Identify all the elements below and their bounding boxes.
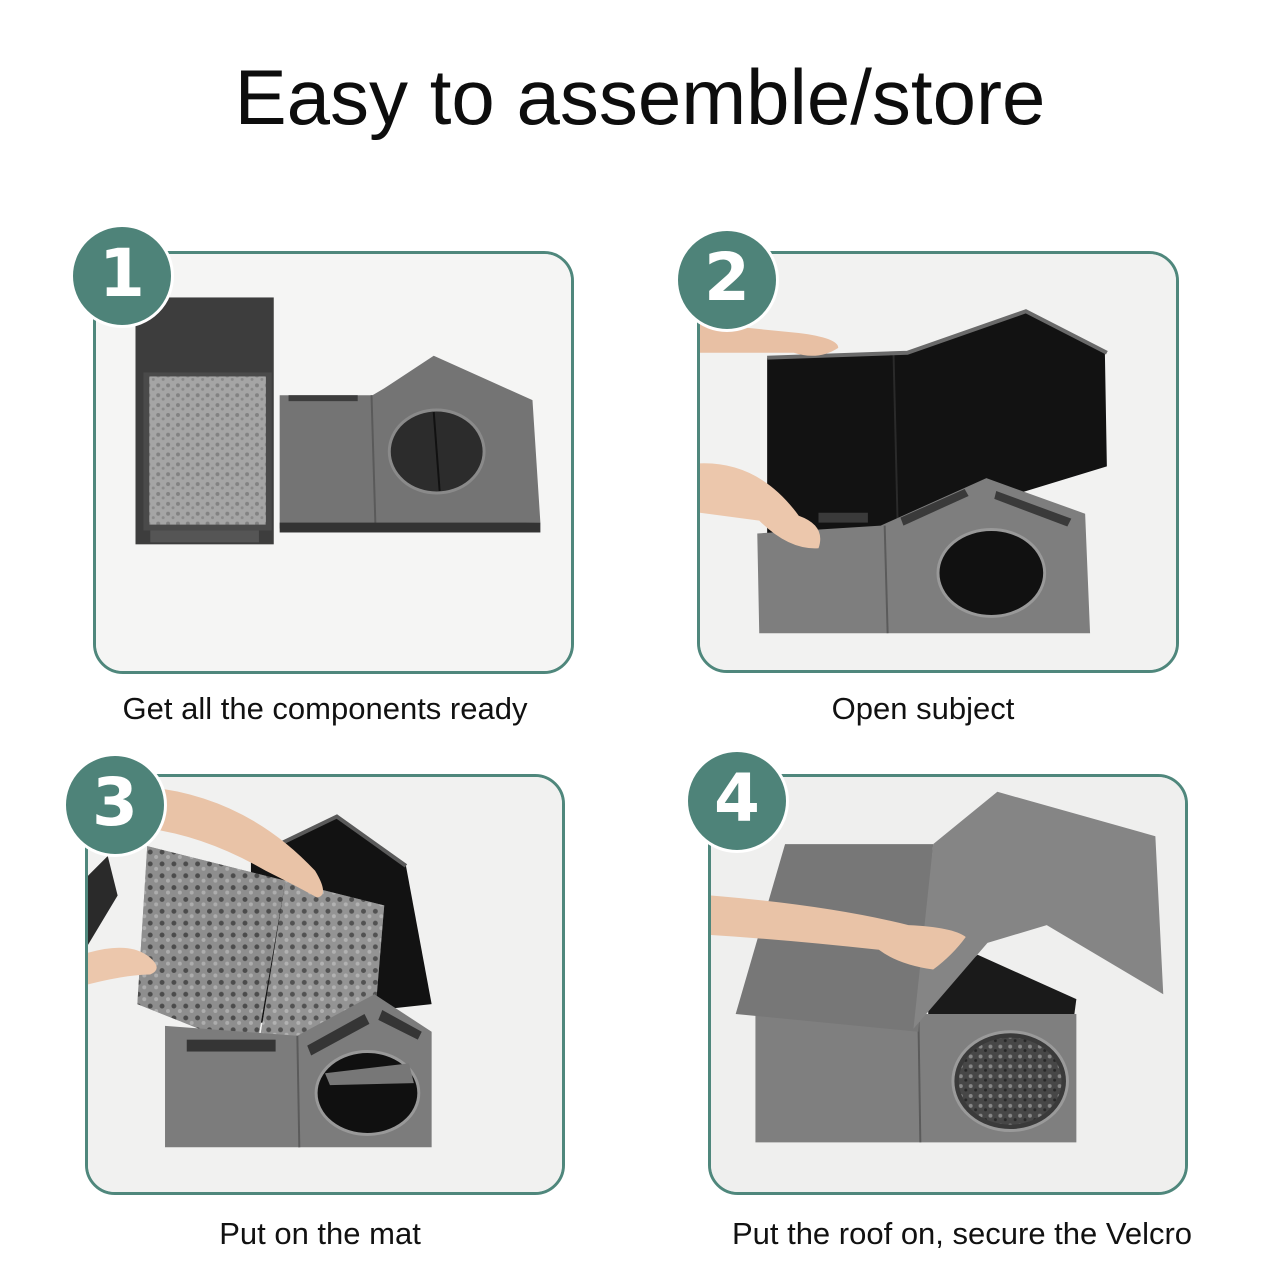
step-1-image (96, 254, 571, 671)
step-2-panel (697, 251, 1179, 673)
step-number: 3 (92, 764, 138, 841)
step-2-badge: 2 (675, 228, 779, 332)
step-1-badge: 1 (70, 224, 174, 328)
step-2-caption: Open subject (831, 691, 1015, 726)
step-3-caption: Put on the mat (219, 1216, 421, 1251)
step-number: 2 (704, 239, 750, 316)
step-2-image (700, 254, 1176, 670)
step-3-badge: 3 (63, 753, 167, 857)
step-number: 4 (714, 760, 760, 837)
step-3-image (88, 777, 562, 1192)
step-4-caption: Put the roof on, secure the Velcro (731, 1216, 1193, 1251)
page-title: Easy to assemble/store (234, 53, 1046, 141)
step-number: 1 (99, 235, 145, 312)
step-1-panel (93, 251, 574, 674)
step-4-badge: 4 (685, 749, 789, 853)
step-4-image (711, 777, 1185, 1192)
step-4-panel (708, 774, 1188, 1195)
step-1-caption: Get all the components ready (122, 691, 528, 726)
step-3-panel (85, 774, 565, 1195)
